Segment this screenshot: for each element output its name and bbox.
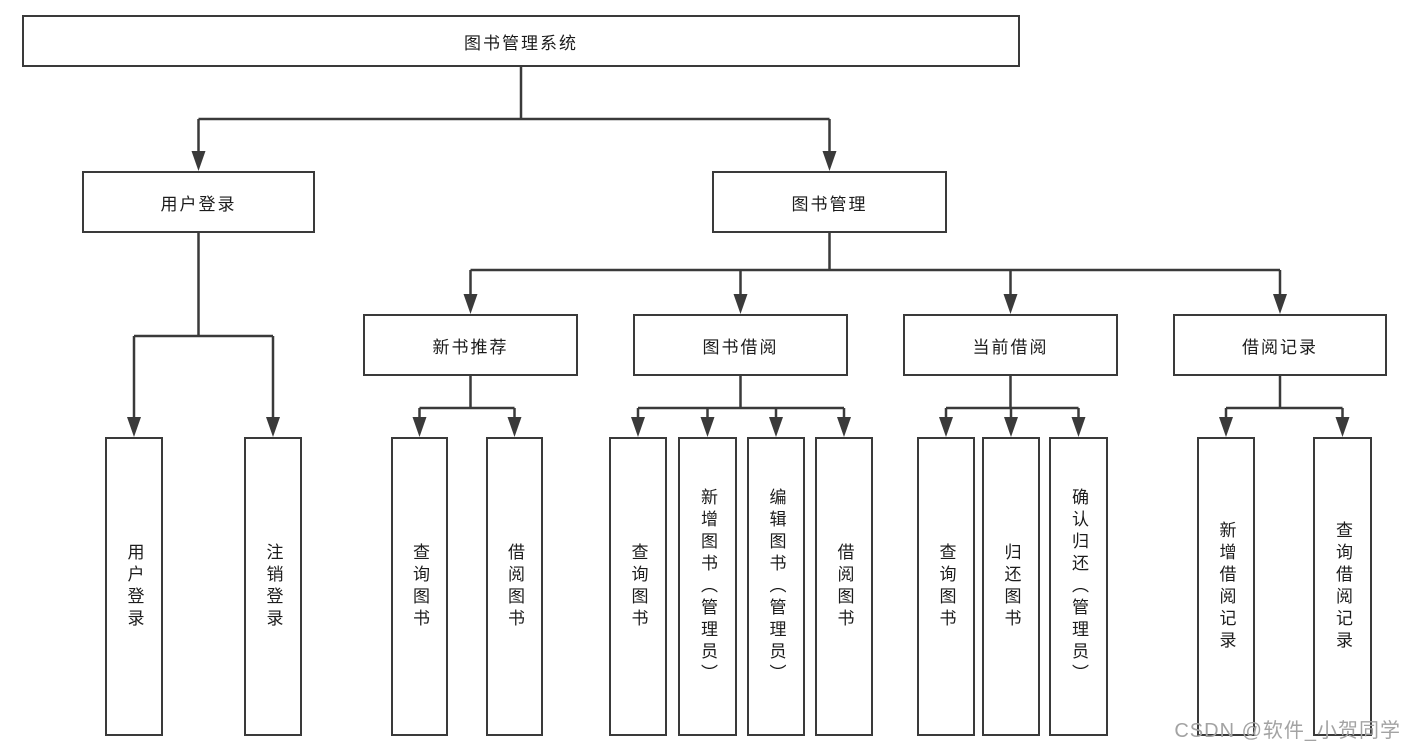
leaf-current-return-books: 归还图书 [982, 437, 1040, 736]
leaf-current-return-books-label: 归还图书 [1001, 542, 1021, 631]
leaf-borrow-query-books: 查询图书 [609, 437, 667, 736]
leaf-borrow-edit-books-admin: 编辑图书（管理员） [747, 437, 805, 736]
leaf-current-query-books: 查询图书 [917, 437, 975, 736]
node-current-borrowing: 当前借阅 [903, 314, 1118, 376]
leaf-logout-label: 注销登录 [263, 542, 283, 631]
node-book-management: 图书管理 [712, 171, 947, 233]
node-user-login-label: 用户登录 [160, 194, 237, 214]
node-current-borrowing-label: 当前借阅 [972, 337, 1049, 357]
node-root-label: 图书管理系统 [464, 33, 578, 53]
leaf-newrec-borrow-books: 借阅图书 [486, 437, 543, 736]
leaf-borrow-add-books-admin: 新增图书（管理员） [678, 437, 737, 736]
leaf-borrow-borrow-books-label: 借阅图书 [834, 542, 854, 631]
leaf-records-add-record-label: 新增借阅记录 [1216, 520, 1236, 653]
leaf-records-query-record: 查询借阅记录 [1313, 437, 1372, 736]
leaf-newrec-query-books-label: 查询图书 [410, 542, 429, 631]
node-book-management-label: 图书管理 [791, 194, 868, 214]
leaf-newrec-query-books: 查询图书 [391, 437, 448, 736]
leaf-current-confirm-return-admin-label: 确认归还（管理员） [1069, 487, 1088, 686]
leaf-borrow-edit-books-admin-label: 编辑图书（管理员） [766, 487, 786, 686]
node-new-book-recommend-label: 新书推荐 [432, 337, 509, 357]
node-user-login: 用户登录 [82, 171, 315, 233]
leaf-current-query-books-label: 查询图书 [936, 542, 956, 631]
node-root: 图书管理系统 [22, 15, 1020, 67]
leaf-user-login-label: 用户登录 [124, 542, 144, 631]
node-book-borrowing-label: 图书借阅 [702, 337, 779, 357]
node-borrowing-records: 借阅记录 [1173, 314, 1387, 376]
leaf-records-add-record: 新增借阅记录 [1197, 437, 1255, 736]
leaf-borrow-borrow-books: 借阅图书 [815, 437, 873, 736]
leaf-user-login: 用户登录 [105, 437, 163, 736]
leaf-records-query-record-label: 查询借阅记录 [1333, 520, 1352, 653]
leaf-logout: 注销登录 [244, 437, 302, 736]
leaf-borrow-add-books-admin-label: 新增图书（管理员） [698, 487, 717, 686]
node-new-book-recommend: 新书推荐 [363, 314, 578, 376]
node-borrowing-records-label: 借阅记录 [1242, 337, 1318, 357]
watermark-text: CSDN @软件_小贺同学 [1174, 720, 1401, 742]
leaf-borrow-query-books-label: 查询图书 [628, 542, 648, 631]
node-book-borrowing: 图书借阅 [633, 314, 848, 376]
leaf-newrec-borrow-books-label: 借阅图书 [505, 542, 524, 631]
leaf-current-confirm-return-admin: 确认归还（管理员） [1049, 437, 1108, 736]
